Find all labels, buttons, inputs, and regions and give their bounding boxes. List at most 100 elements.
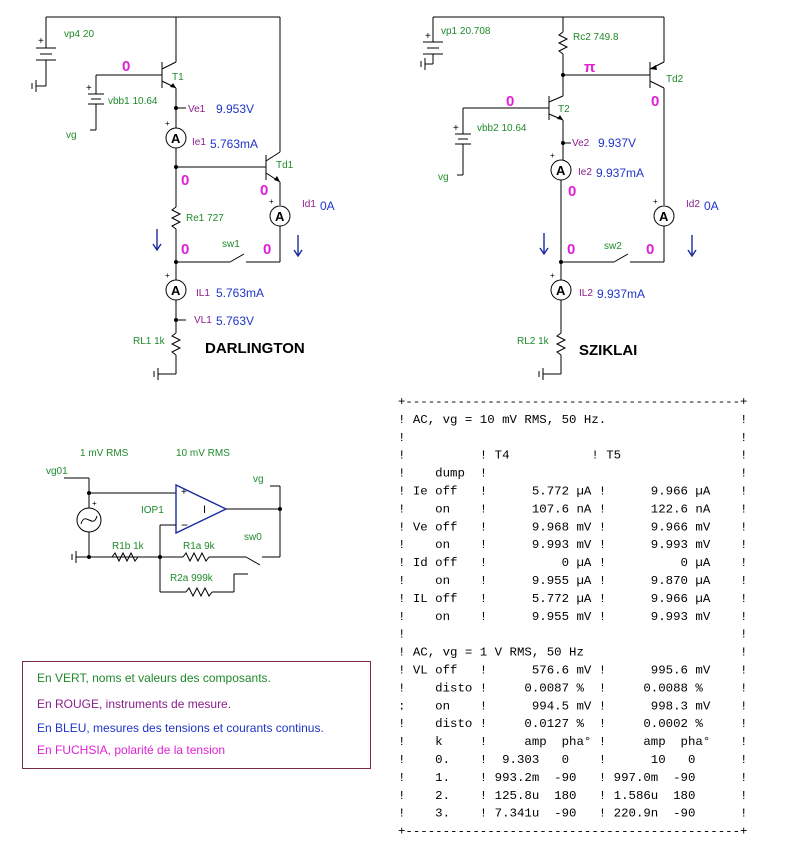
table-row: ! 3. ! 7.341u -90 ! 220.9n -90 ! [398,807,747,821]
sziklai-td2-polarity: 0 [651,93,659,110]
results-table: +---------------------------------------… [398,395,747,839]
svg-text:+: + [425,31,431,42]
svg-text:+: + [86,83,92,94]
svg-text:+: + [550,271,555,280]
r1b-label: R1b 1k [112,541,145,552]
svg-text:+: + [453,123,459,134]
svg-text:−: − [181,518,188,532]
id1-probe-label: Id1 [302,199,316,210]
vl1-probe-label: VL1 [194,315,212,326]
il1-probe-label: IL1 [196,288,210,299]
svg-text:+: + [550,151,555,160]
iop1-label: IOP1 [141,505,164,516]
pi-polarity: π [584,59,596,76]
darlington-low-right-polarity: 0 [263,241,271,258]
legend-item-fuchsia: En FUCHSIA, polarité de la tension [37,743,226,757]
il1-value: 5.763mA [216,286,264,300]
legend-item-green: En VERT, noms et valeurs des composants. [37,671,271,685]
ie1-value: 5.763mA [210,137,258,151]
t1-label: T1 [172,72,184,83]
r1a-label: R1a 9k [183,541,216,552]
id2-probe-label: Id2 [686,199,700,210]
ve2-value: 9.937V [598,136,636,150]
darlington-td-emitter-polarity: 0 [260,182,268,199]
table-row: ! disto ! 0.0087 % ! 0.0088 % ! [398,681,747,695]
vbb2-label: vbb2 10.64 [477,123,527,134]
table-row: ! 2. ! 125.8u 180 ! 1.586u 180 ! [398,789,747,803]
td2-label: Td2 [666,74,684,85]
table-row: ! k ! amp pha° ! amp pha° ! [398,735,747,749]
sziklai-low-right-polarity: 0 [646,241,654,258]
sziklai-circuit: + vp1 20.708 Rc2 749.8 π Td2 0 T2 0 [420,16,719,380]
ie2-probe-label: Ie2 [578,167,592,178]
vg-label-darlington: vg [66,130,77,141]
r2a-label: R2a 999k [170,573,214,584]
table-row: ! ! [398,628,747,642]
ve1-value: 9.953V [216,102,254,116]
table-row: ! ! T4 ! T5 ! [398,449,747,463]
re1-label: Re1 727 [186,213,224,224]
vp4-label: vp4 20 [64,29,94,40]
ie2-value: 9.937mA [596,166,644,180]
svg-text:+: + [165,119,170,128]
id1-value: 0A [320,199,335,213]
darlington-low-left-polarity: 0 [181,241,189,258]
table-row: ! VL off ! 576.6 mV ! 995.6 mV ! [398,664,747,678]
sw1-label: sw1 [222,239,240,250]
rl1-label: RL1 1k [133,336,166,347]
mv1-label: 1 mV RMS [80,448,129,459]
vg01-label: vg01 [46,466,68,477]
ammeter-a-icon: A [171,131,181,146]
ve1-probe-label: Ve1 [188,104,206,115]
legend-item-blue: En BLEU, mesures des tensions et courant… [37,721,324,735]
color-legend: En VERT, noms et valeurs des composants.… [22,661,371,769]
id2-value: 0A [704,199,719,213]
table-row: ! 1. ! 993.2m -90 ! 997.0m -90 ! [398,771,747,785]
table-row: +---------------------------------------… [398,395,747,409]
svg-text:+: + [269,197,274,206]
vg-label-gen: vg [253,474,264,485]
table-row: ! Ve off ! 9.968 mV ! 9.966 mV ! [398,520,747,534]
table-row: ! dump ! ! [398,467,747,481]
ammeter-a-icon: A [556,163,566,178]
mv10-label: 10 mV RMS [176,448,230,459]
opamp-triangle [175,483,228,535]
svg-text:+: + [653,197,658,206]
table-row: ! on ! 9.955 µA ! 9.870 µA ! [398,574,747,588]
svg-text:I: I [203,504,206,516]
darlington-base-polarity: 0 [122,58,130,75]
svg-text:+: + [38,36,44,47]
rl2-label: RL2 1k [517,336,550,347]
ie1-probe-label: Ie1 [192,137,206,148]
sziklai-base-polarity: 0 [506,93,514,110]
svg-text:+: + [165,271,170,280]
table-row: ! ! [398,431,747,445]
ammeter-a-icon: A [556,283,566,298]
t2-label: T2 [558,104,570,115]
darlington-title: DARLINGTON [205,340,305,357]
vg-label-sziklai: vg [438,172,449,183]
ammeter-a-icon: A [171,283,181,298]
ammeter-a-icon: A [275,209,285,224]
ammeter-a-icon: A [659,209,669,224]
sziklai-title: SZIKLAI [579,342,637,359]
rc2-label: Rc2 749.8 [573,32,619,43]
sw0-label: sw0 [244,532,262,543]
table-row: +---------------------------------------… [398,825,747,839]
table-row: ! AC, vg = 1 V RMS, 50 Hz ! [398,646,747,660]
il2-value: 9.937mA [597,287,645,301]
vp1-label: vp1 20.708 [441,26,491,37]
table-row: ! on ! 9.993 mV ! 9.993 mV ! [398,538,747,552]
sziklai-emitter-polarity: 0 [568,183,576,200]
table-row: ! on ! 107.6 nA ! 122.6 nA ! [398,502,747,516]
ve2-probe-label: Ve2 [572,138,590,149]
svg-text:+: + [92,499,97,508]
table-row: ! Ie off ! 5.772 µA ! 9.966 µA ! [398,485,747,499]
darlington-circuit: + vp4 20 T1 0 + vbb1 10.64 vg Ve1 9.953V… [31,16,335,380]
td1-label: Td1 [276,160,294,171]
svg-text:+: + [181,487,187,498]
table-row: ! disto ! 0.0127 % ! 0.0002 % ! [398,717,747,731]
table-row: ! IL off ! 5.772 µA ! 9.966 µA ! [398,592,747,606]
table-row: ! on ! 9.955 mV ! 9.993 mV ! [398,610,747,624]
